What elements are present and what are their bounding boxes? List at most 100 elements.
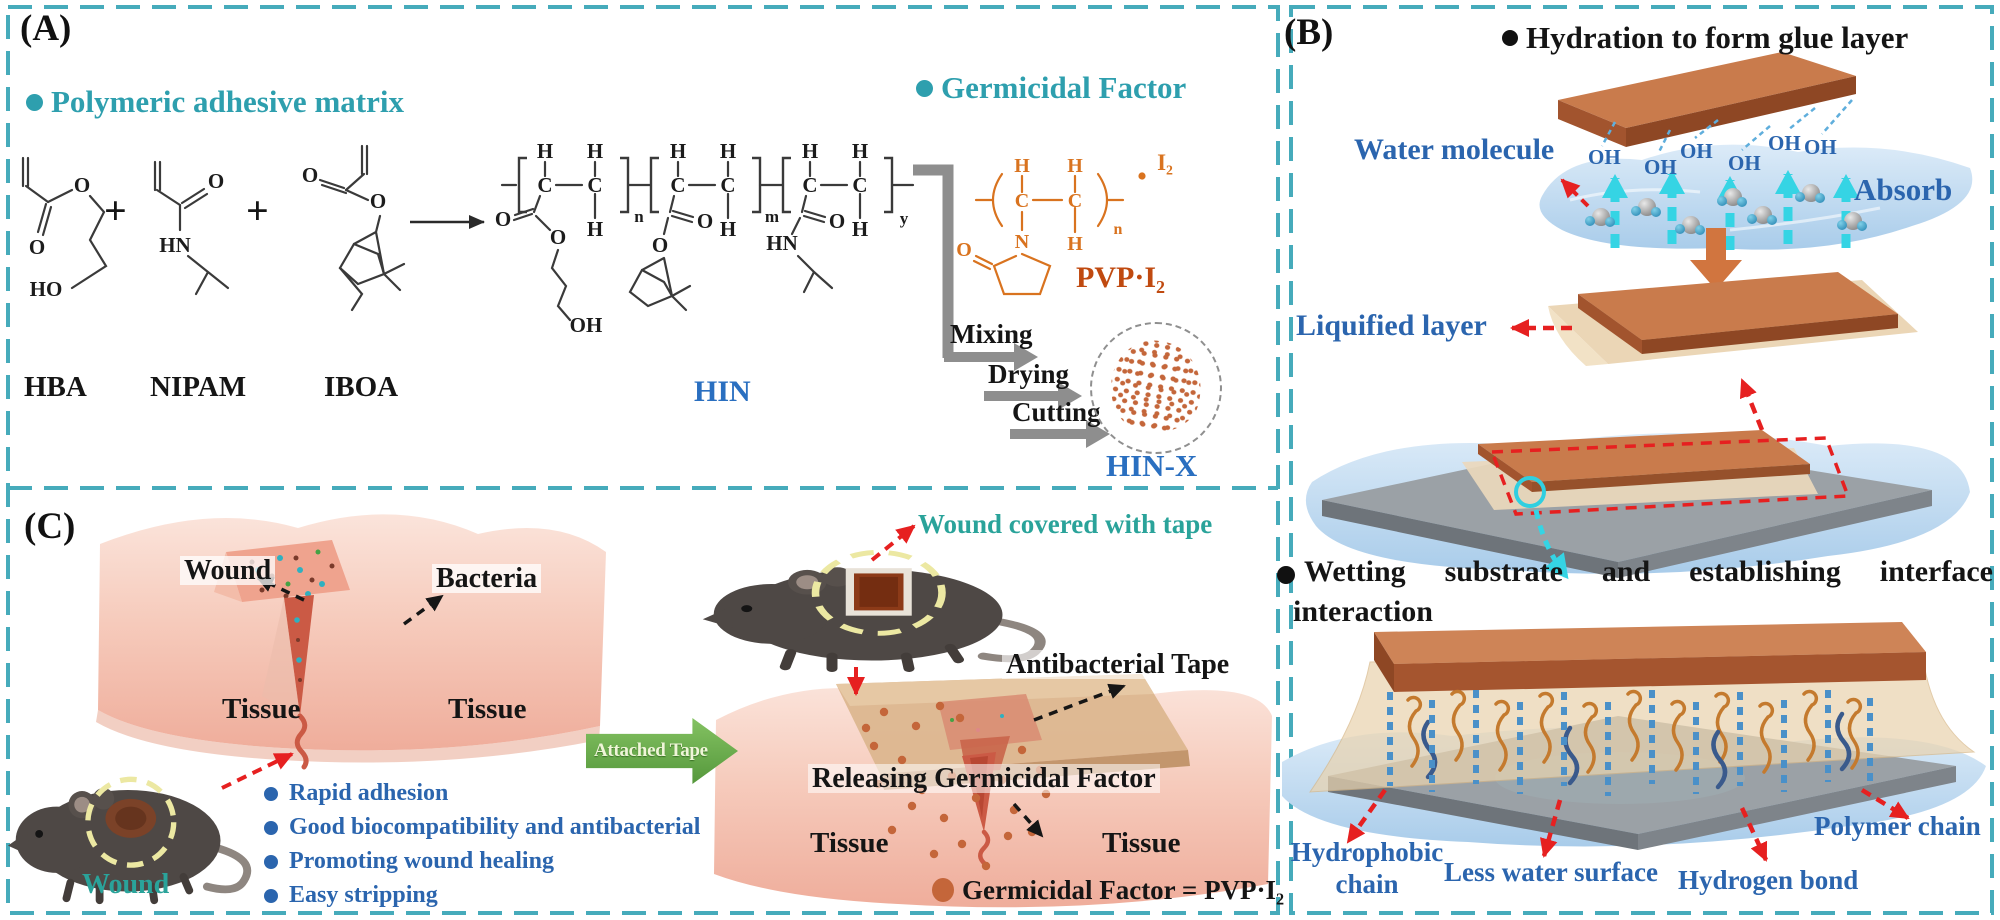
mixing-arrow (944, 343, 1038, 371)
water-molecule-icon (1795, 184, 1825, 203)
hba-structure: O O HO (21, 156, 108, 301)
atom-h: H (670, 139, 686, 163)
atom-n: N (1015, 231, 1030, 253)
mouse-eye (35, 830, 44, 838)
list-item: Rapid adhesion (264, 780, 700, 807)
water-molecule-icon (1631, 198, 1661, 217)
atom-o: O (956, 239, 972, 261)
hydration-heading: Hydration to form glue layer (1502, 21, 1908, 55)
benefit-list: Rapid adhesion Good biocompatibility and… (264, 780, 700, 916)
tape-slab (1558, 52, 1856, 128)
adhesive-matrix-heading: Polymeric adhesive matrix (26, 85, 404, 119)
step-cutting: Cutting (1012, 397, 1101, 427)
oh-label: OH (1588, 145, 1621, 169)
plus-sign: + (104, 188, 127, 233)
bullet-icon (264, 820, 278, 835)
mouse-tail (202, 843, 252, 894)
water-molecule-icon (1837, 212, 1867, 231)
panel-c-art (96, 514, 1272, 908)
atom-c: C (852, 173, 867, 197)
atom-ho: HO (30, 277, 63, 301)
atom-c: C (537, 173, 552, 197)
atom-h: H (537, 139, 553, 163)
hydrophobic-chain-label: Hydrophobic (1290, 837, 1444, 867)
atom-c: C (1068, 190, 1082, 212)
panel-c-tag: (C) (24, 506, 76, 547)
scene-liquified (1510, 272, 1918, 431)
subscript-y: y (900, 209, 909, 228)
atom-h: H (852, 217, 868, 241)
tissue-label: Tissue (222, 693, 301, 725)
atom-hn: HN (766, 231, 798, 255)
hydrogen-bonds (1387, 690, 1873, 796)
pvp-i2-label: PVP·I₂ (1076, 261, 1165, 294)
iboa-structure: O O (302, 144, 406, 312)
hydration-down-arrow (1690, 228, 1742, 290)
tape-highlight-circle (811, 549, 946, 636)
hin-x-label: HIN-X (1106, 448, 1198, 483)
tissue-block-taped (714, 674, 1272, 908)
tape-slab-4 (1374, 622, 1926, 664)
process-connector (913, 164, 1110, 448)
tissue-label: Tissue (810, 827, 889, 859)
mouse-wounded (7, 776, 252, 905)
bullet-icon (916, 79, 933, 97)
cutting-arrow (1010, 420, 1110, 448)
polymer-chain-label: Polymer chain (1814, 811, 1981, 841)
interface-highlight-rect (1489, 436, 1851, 516)
legend-text: Germicidal Factor = PVP·I₂ (962, 875, 1285, 905)
scene-substrate (1305, 430, 1970, 580)
mouse-wound-label: Wound (82, 869, 170, 900)
bullet-icon (264, 888, 278, 903)
atom-hn: HN (159, 233, 191, 257)
hin-polymer-label: HIN (694, 375, 751, 408)
germicidal-factor-heading: Germicidal Factor (916, 71, 1186, 105)
panel-a-tag: (A) (20, 8, 72, 49)
atom-h: H (720, 139, 736, 163)
absorb-label: Absorb (1854, 172, 1953, 207)
water-molecule-icon (1675, 216, 1705, 235)
atom-h: H (852, 139, 868, 163)
attached-tape-label: Attached Tape (594, 740, 708, 761)
atom-o: O (74, 173, 90, 197)
hydrogen-bond-label: Hydrogen bond (1678, 865, 1859, 895)
less-water-surface-label: Less water surface (1444, 857, 1658, 887)
water-molecule-pointer (1560, 178, 1590, 208)
zoom-circle (1514, 476, 1546, 508)
plus-sign: + (246, 188, 269, 233)
oh-connector-lines (1600, 99, 1853, 155)
tissue-label: Tissue (1102, 827, 1181, 859)
monomer-label-hba: HBA (24, 371, 87, 403)
bacteria-label: Bacteria (432, 564, 542, 593)
atom-h: H (802, 139, 818, 163)
atom-o: O (495, 207, 511, 231)
list-item: Good biocompatibility and antibacterial (264, 814, 700, 841)
step-drying: Drying (988, 359, 1069, 389)
drying-arrow (984, 382, 1082, 410)
interface-label-pointers (1346, 788, 1910, 862)
water-molecule-icon (1717, 188, 1747, 207)
list-item: Easy stripping (264, 882, 700, 909)
oh-label: OH (1644, 155, 1677, 179)
granule-dots (1103, 333, 1209, 441)
releasing-germicidal-label: Releasing Germicidal Factor (808, 764, 1160, 793)
nipam-structure: O HN (153, 160, 230, 296)
tissue-label: Tissue (448, 693, 527, 725)
oh-label: OH (1680, 139, 1713, 163)
atom-c: C (587, 173, 602, 197)
atom-h: H (720, 217, 736, 241)
zoom-pointer (1533, 509, 1569, 580)
panel-b-art (1282, 52, 1986, 862)
wetting-heading-line2: interaction (1293, 595, 1433, 628)
atom-h: H (587, 139, 603, 163)
liquified-layer-label: Liquified layer (1296, 309, 1487, 342)
oh-label: OH (1768, 131, 1801, 155)
germicidal-dot-icon (932, 878, 954, 903)
atom-oh: OH (570, 313, 603, 337)
step-mixing: Mixing (950, 319, 1033, 349)
list-item: Promoting wound healing (264, 848, 700, 875)
antibacterial-tape-label: Antibacterial Tape (1002, 650, 1234, 679)
wound-gash (284, 595, 314, 716)
